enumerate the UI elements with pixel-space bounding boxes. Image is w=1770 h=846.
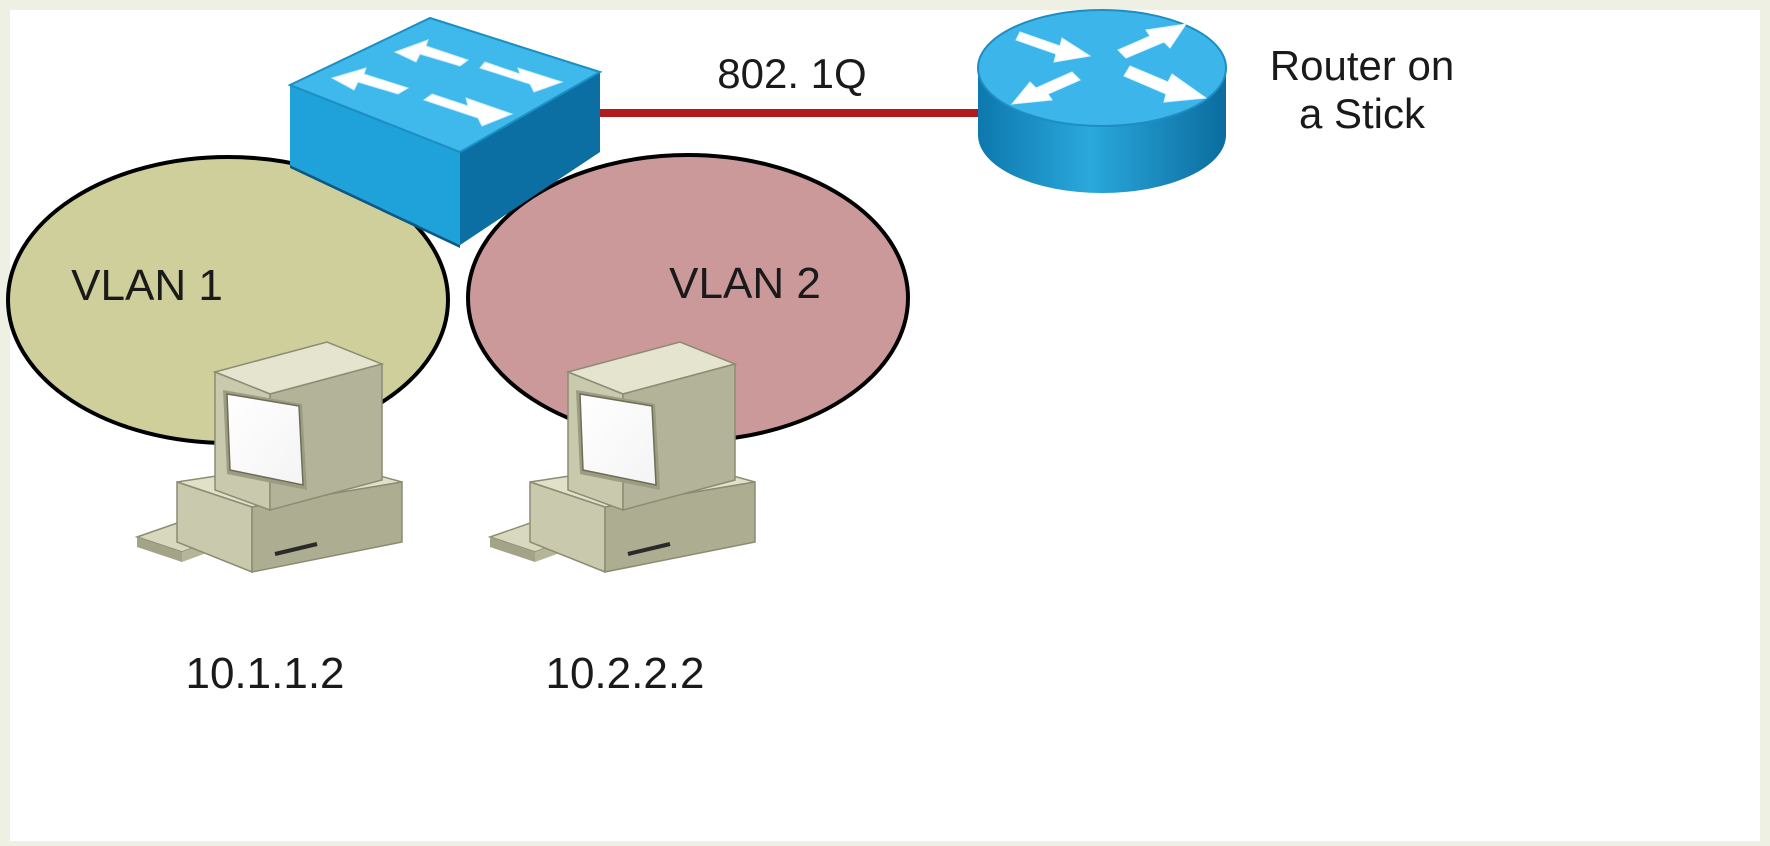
host-ip-vlan-1: 10.1.1.2	[185, 649, 344, 698]
host-ip-vlan-2: 10.2.2.2	[545, 649, 704, 698]
router-icon	[977, 9, 1227, 193]
router-label-line-1: Router on	[1270, 42, 1454, 89]
workgroup-switch-icon	[287, 16, 603, 248]
router-label-line-2: a Stick	[1299, 90, 1426, 137]
vlan-2-label: VLAN 2	[669, 259, 821, 308]
trunk-link-label: 802. 1Q	[717, 50, 866, 97]
vlan-1-label: VLAN 1	[71, 261, 223, 310]
